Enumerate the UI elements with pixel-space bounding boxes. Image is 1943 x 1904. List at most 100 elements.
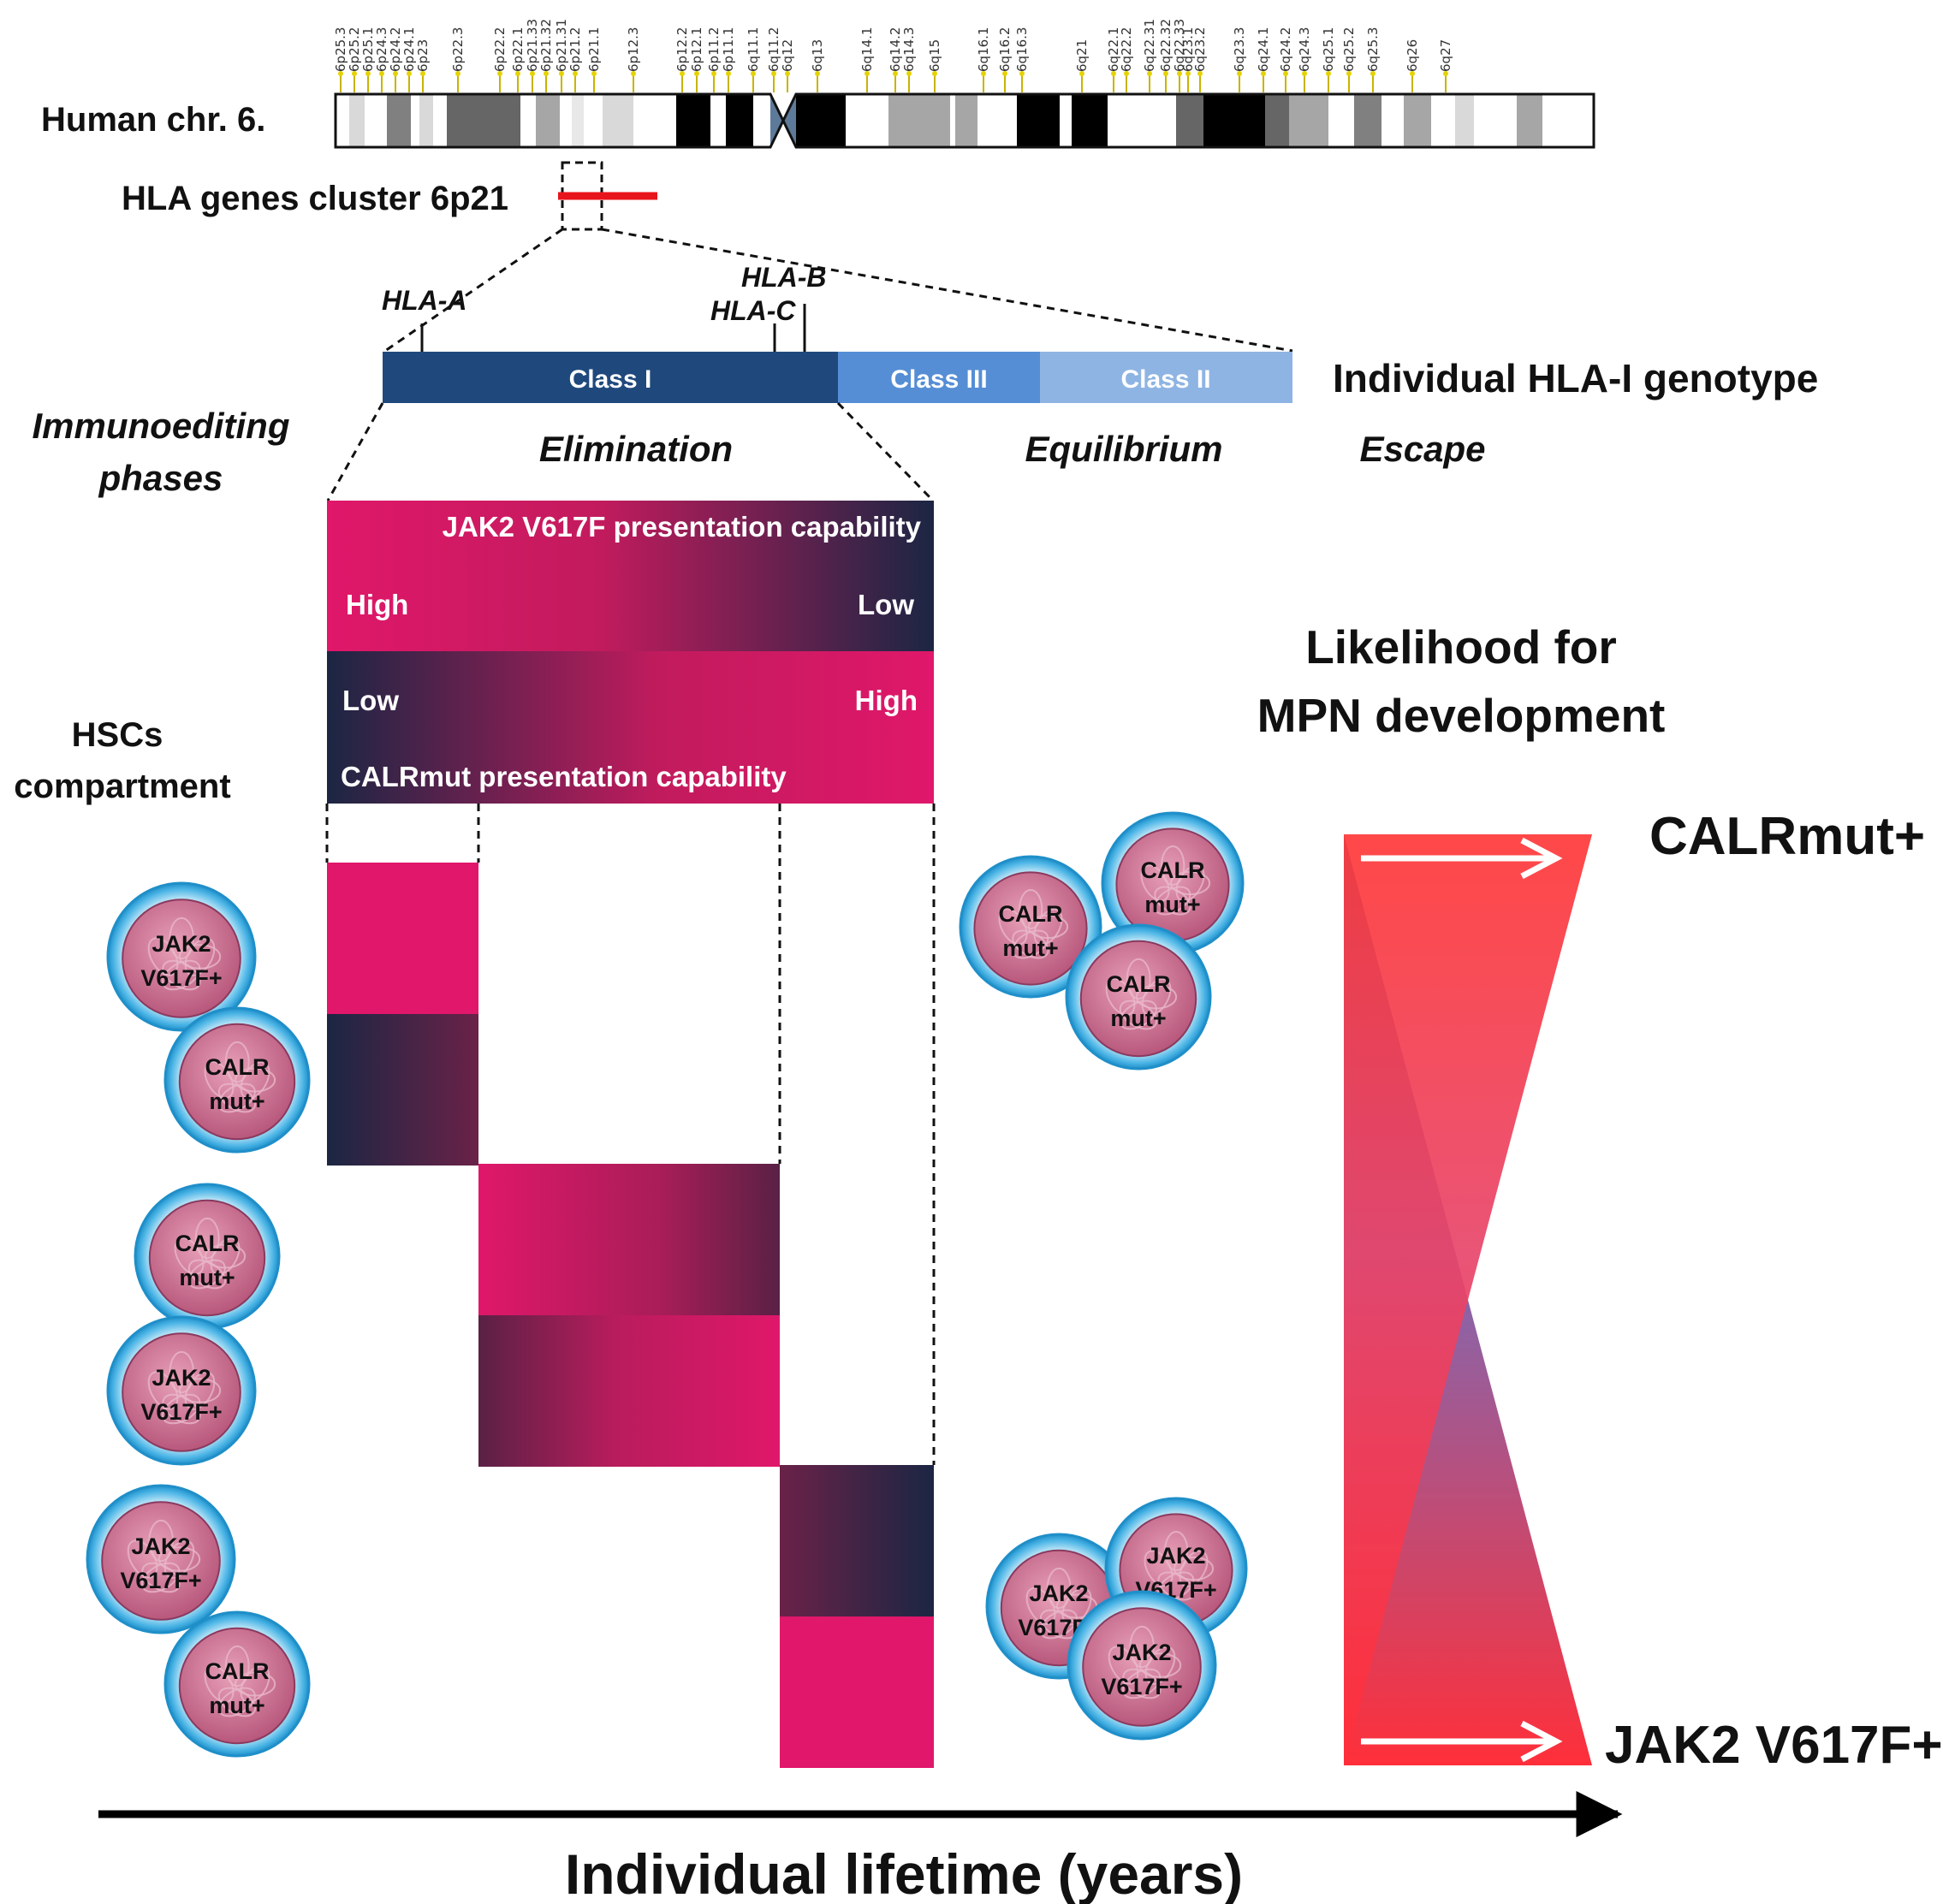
band-tick-label: 6p25.2 [347, 27, 362, 72]
class-i-segment [383, 352, 838, 403]
zoom-line-panel-left [326, 402, 384, 501]
band-tick: 6q24.1 [1256, 27, 1271, 92]
hsc-cell-label-1: JAK2 [131, 1533, 190, 1559]
band-tick: 6p12.3 [626, 27, 641, 92]
band-tick: 6q11.1 [746, 27, 761, 92]
chromosome-band [411, 94, 419, 147]
chromosome-label: Human chr. 6. [41, 101, 265, 139]
band-tick-label: 6q25.2 [1341, 27, 1357, 72]
chromosome-band [520, 94, 536, 147]
band-tick-label: 6q14.3 [901, 27, 917, 72]
band-tick: 6q22.32 [1158, 19, 1174, 92]
band-tick-label: 6q22.32 [1158, 19, 1174, 72]
chromosome-band [349, 94, 365, 147]
band-tick: 6p21.1 [586, 27, 602, 92]
band-tick-label: 6p12.2 [674, 27, 690, 72]
jak2-presentation-title: JAK2 V617F presentation capability [443, 511, 922, 543]
hsc-cell-label-2: mut+ [209, 1088, 264, 1114]
chromosome-band [1060, 94, 1072, 147]
band-tick-label: 6q24.3 [1297, 27, 1312, 72]
band-tick-label: 6p24.1 [401, 27, 417, 72]
hsc-cell-label-1: CALR [205, 1658, 270, 1684]
chromosome-band [753, 94, 770, 147]
likelihood-calr-wedge [1344, 834, 1592, 1765]
hla-cluster-box [561, 161, 603, 231]
zoom-line-left [384, 228, 563, 353]
chromosome-band [846, 94, 888, 147]
band-tick: 6q24.3 [1297, 27, 1312, 92]
band-tick: 6p12.2 [674, 27, 690, 92]
chromosome-band [1203, 94, 1265, 147]
hla-c-label: HLA-C [710, 295, 796, 326]
class-ii-label: Class II [1120, 365, 1210, 394]
immunoediting-title-2: phases [98, 458, 223, 498]
band-tick: 6p22.1 [510, 27, 526, 92]
band-tick: 6p12.1 [689, 27, 704, 92]
hsc-cell-label-1: JAK2 [152, 931, 211, 957]
chromosome-band [1404, 94, 1431, 147]
band-tick: 6p25.2 [347, 27, 362, 92]
jak2-low-label: Low [858, 589, 914, 620]
band-tick-label: 6q26 [1405, 39, 1420, 72]
centromere-bottom [770, 121, 796, 147]
immunoediting-title-1: Immunoediting [33, 406, 290, 446]
hsc-cell-label-2: V617F+ [1101, 1674, 1182, 1699]
band-tick: 6q25.1 [1321, 27, 1336, 92]
calr-presentation-bar [327, 651, 934, 804]
band-tick: 6q14.1 [859, 27, 875, 92]
band-tick-label: 6q23.2 [1192, 27, 1208, 72]
class-iii-segment [838, 352, 1040, 403]
jak2-outcome-label: JAK2 V617F+ [1605, 1716, 1943, 1775]
hsc-cell-label-2: mut+ [1110, 1005, 1166, 1031]
band-tick: 6p25.1 [360, 27, 376, 92]
hsc-title-2: compartment [14, 768, 230, 805]
band-tick-label: 6q14.2 [888, 27, 903, 72]
band-tick-label: 6p21.2 [567, 27, 583, 72]
band-tick: 6p21.31 [554, 19, 569, 92]
chromosome-band [950, 94, 955, 147]
phase-equilibrium: Equilibrium [1025, 429, 1223, 469]
band-tick-label: 6q11.1 [746, 27, 761, 72]
chromosome-band [888, 94, 950, 147]
calr-high-label: High [855, 685, 918, 716]
band-tick: 6q12 [780, 39, 795, 92]
band-tick: 6q16.2 [997, 27, 1013, 92]
chromosome-band [419, 94, 433, 147]
chromosome-band [676, 94, 710, 147]
chromosome-band [1455, 94, 1474, 147]
band-tick-label: 6q25.1 [1321, 27, 1336, 72]
chromosome-band-labels: 6p25.36p25.26p25.16p24.36p24.26p24.16p23… [333, 19, 1453, 92]
band-tick-label: 6q12 [780, 39, 795, 72]
hsc-cell-label-1: CALR [1141, 857, 1205, 883]
genotype-label: Individual HLA-I genotype [1333, 356, 1818, 400]
chromosome-band [336, 94, 349, 147]
phase-escape: Escape [1359, 429, 1485, 469]
hsc-cell-label-1: CALR [1107, 971, 1171, 997]
chromosome-band [603, 94, 633, 147]
calr-presentation-title: CALRmut presentation capability [341, 761, 787, 792]
band-tick: 6q16.3 [1014, 27, 1030, 92]
chromosome-band [1328, 94, 1354, 147]
band-tick: 6p24.1 [401, 27, 417, 92]
band-tick-label: 6q16.1 [976, 27, 991, 72]
chromosome-ideogram [334, 92, 1595, 149]
jak2-arrow-head [1520, 1720, 1563, 1763]
chromosome-band [447, 94, 520, 147]
band-tick: 6q21 [1074, 39, 1090, 92]
hsc-cell: CALRmut+ [163, 1610, 311, 1758]
chromosome-band [1517, 94, 1542, 147]
band-tick: 6q14.2 [888, 27, 903, 92]
band-tick: 6q16.1 [976, 27, 991, 92]
band-tick: 6q25.3 [1365, 27, 1381, 92]
band-tick-label: 6p12.1 [689, 27, 704, 72]
hsc-cells: JAK2V617F+CALRmut+CALRmut+JAK2V617F+JAK2… [86, 811, 1248, 1758]
band-tick-label: 6p22.2 [492, 27, 508, 72]
band-tick-label: 6p21.31 [554, 19, 569, 72]
band-tick: 6p11.2 [706, 27, 722, 92]
chromosome-band [572, 94, 584, 147]
band-tick: 6p24.3 [374, 27, 389, 92]
hsc-cell: CALRmut+ [163, 1006, 311, 1154]
band-tick: 6q26 [1405, 39, 1420, 92]
